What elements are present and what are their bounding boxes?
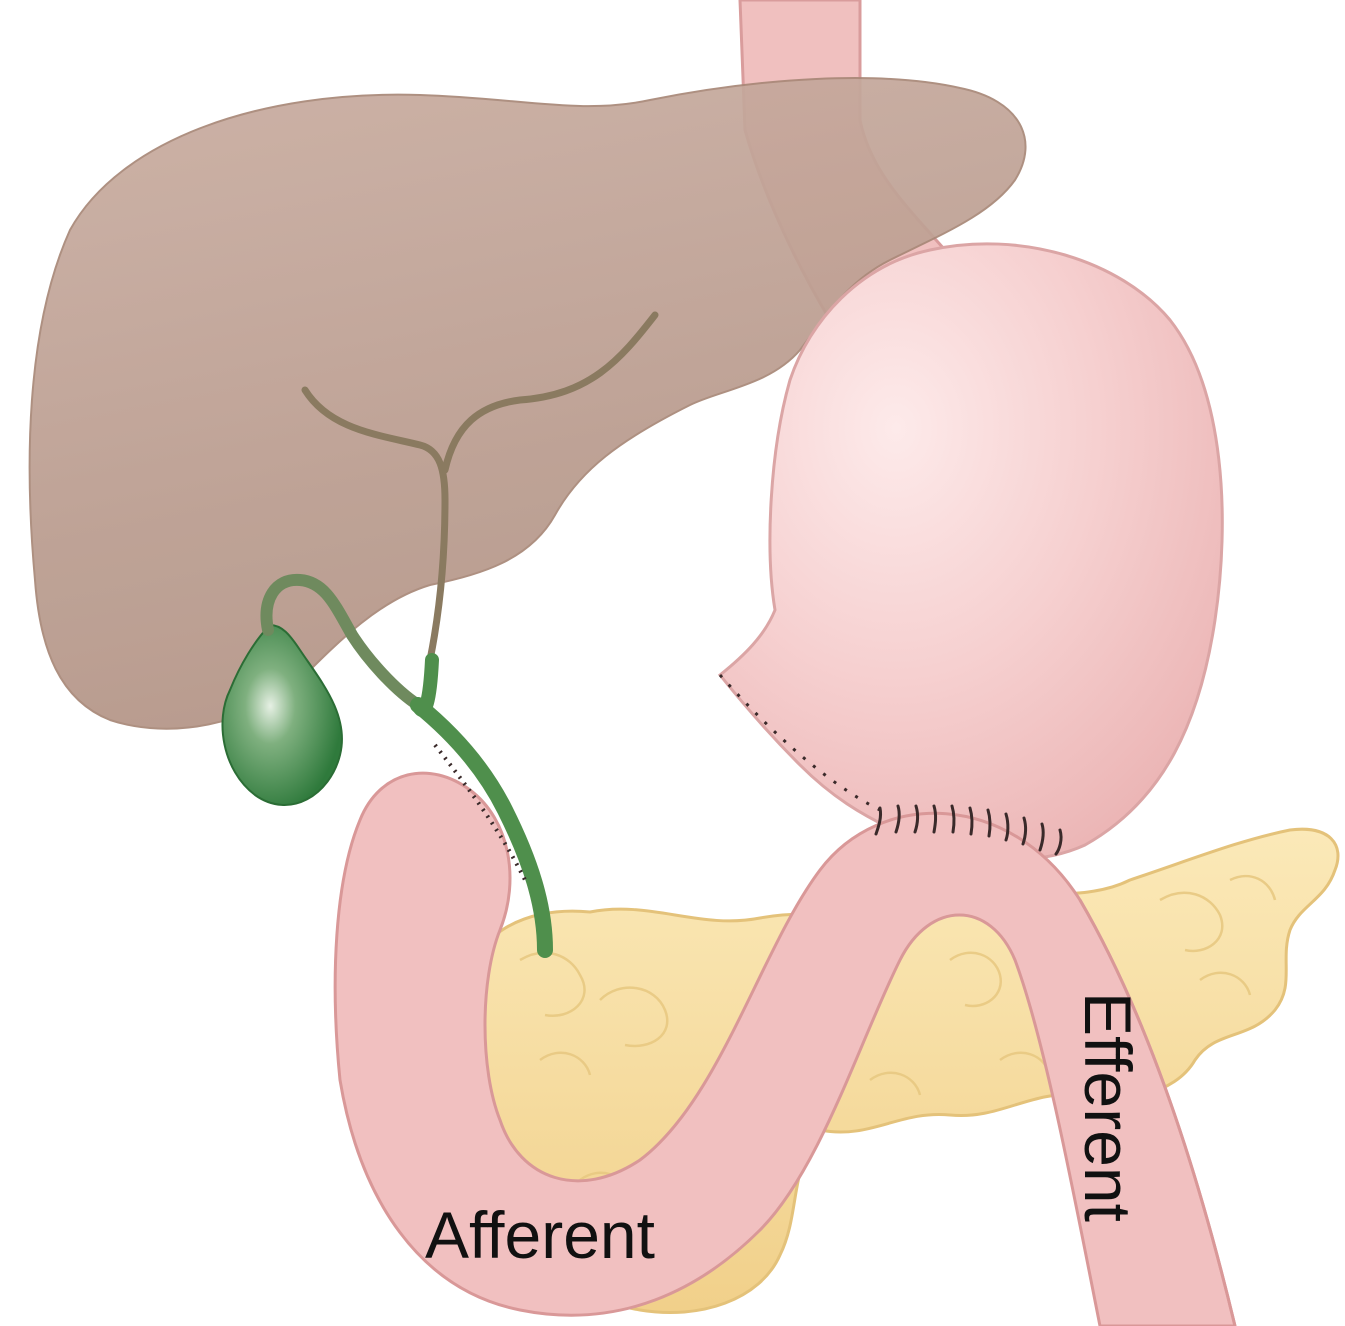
efferent-label: Efferent xyxy=(1071,992,1145,1222)
afferent-label: Afferent xyxy=(425,1198,655,1272)
